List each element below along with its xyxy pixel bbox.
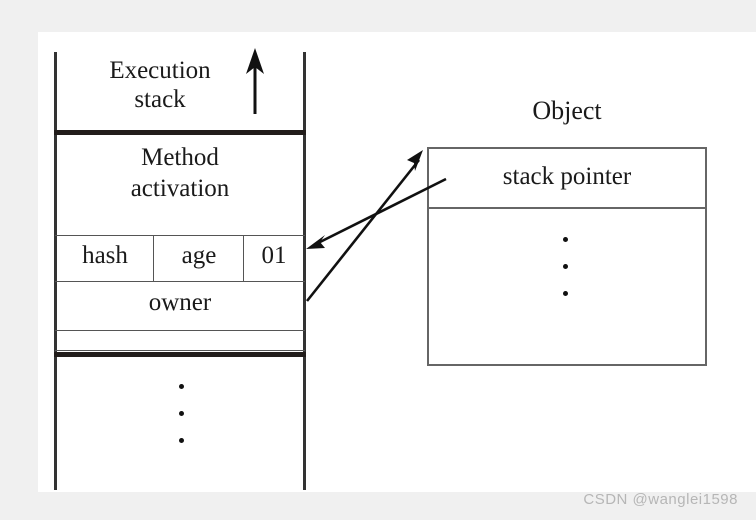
- object-ellipsis-dot: [563, 291, 568, 296]
- stack-thick-divider-top: [54, 130, 306, 135]
- object-title: Object: [532, 96, 602, 125]
- header-row-top-border: [55, 235, 305, 236]
- watermark-text: CSDN @wanglei1598: [583, 491, 738, 508]
- object-row-divider: [429, 207, 705, 209]
- object-stack-pointer-label: stack pointer: [502, 163, 632, 190]
- empty-slot-bottom-border: [55, 350, 305, 351]
- object-ellipsis: [563, 237, 569, 318]
- diagram-canvas: Execution stack Method activation: [38, 32, 756, 492]
- method-activation-line1: Method: [141, 144, 219, 171]
- header-field-age: age: [181, 242, 217, 269]
- stack-ellipsis: [179, 384, 185, 465]
- method-activation-label: Method activation: [55, 142, 305, 204]
- header-divider-2: [243, 236, 244, 281]
- stack-thick-divider-bottom: [54, 352, 306, 357]
- method-activation-line2: activation: [130, 175, 230, 202]
- execution-stack-title: Execution stack: [60, 56, 260, 114]
- stack-ellipsis-dot: [179, 384, 184, 389]
- header-field-hash: hash: [82, 242, 128, 269]
- execution-stack-title-line2: stack: [134, 86, 186, 113]
- execution-stack-title-line1: Execution: [109, 57, 211, 84]
- stack-left-border: [54, 52, 57, 490]
- object-ellipsis-dot: [563, 237, 568, 242]
- header-row-bottom-border: [55, 281, 305, 282]
- header-divider-1: [153, 236, 154, 281]
- object-ellipsis-dot: [563, 264, 568, 269]
- owner-row-bottom-border: [55, 330, 305, 331]
- stack-right-border: [303, 52, 306, 490]
- header-field-bits: 01: [261, 242, 287, 269]
- up-arrow-icon: [242, 48, 268, 116]
- stack-ellipsis-dot: [179, 438, 184, 443]
- execution-stack-column: Execution stack Method activation: [54, 48, 306, 490]
- stack-ellipsis-dot: [179, 411, 184, 416]
- owner-field-label: owner: [148, 289, 212, 316]
- object-box: stack pointer: [427, 147, 707, 366]
